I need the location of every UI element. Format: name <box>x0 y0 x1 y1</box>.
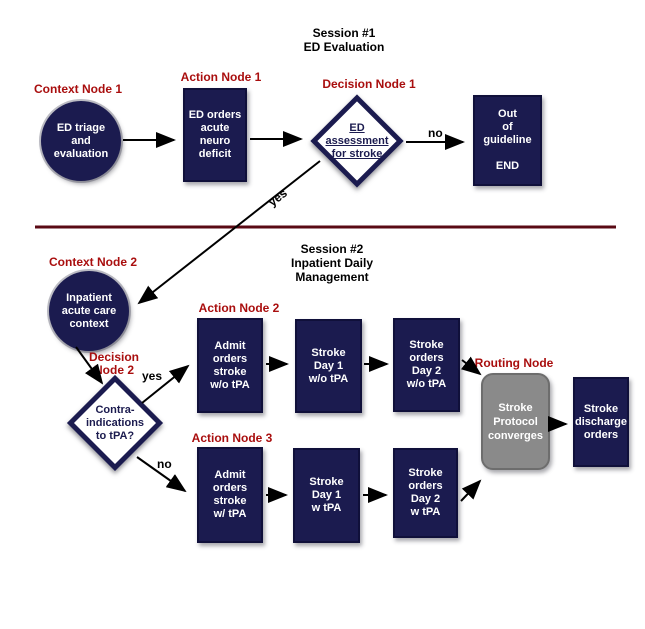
decision-node-contraindications: Contra- indications to tPA? <box>66 374 164 472</box>
edge-label-no-2: no <box>157 457 172 471</box>
action-node-2-label: Action Node 2 <box>198 301 280 315</box>
action-node-ed-orders: ED orders acute neuro deficit <box>183 88 247 182</box>
protocol-converges-text: Stroke Protocol converges <box>487 401 544 442</box>
ed-assessment-link[interactable]: ED assessment for stroke <box>325 121 389 160</box>
day2-wo-tpa-text: Stroke orders Day 2 w/o tPA <box>406 339 447 390</box>
session1-title: Session #1 ED Evaluation <box>303 26 385 54</box>
inpatient-context-text: Inpatient acute care context <box>61 291 117 330</box>
context-node-ed-triage: ED triage and evaluation <box>41 101 121 181</box>
routing-node-protocol-converges: Stroke Protocol converges <box>481 373 550 470</box>
day1-wo-tpa-text: Stroke Day 1 w/o tPA <box>308 346 349 385</box>
session2-title: Session #2 Inpatient Daily Management <box>290 242 374 284</box>
context-node-1-label: Context Node 1 <box>33 82 123 96</box>
decision-node-2-label: Decision Node 2 <box>88 350 140 377</box>
end-node-out-of-guideline: Out of guideline END <box>473 95 542 186</box>
action-node-admit-w-tpa: Admit orders stroke w/ tPA <box>197 447 263 543</box>
action-node-day1-w-tpa: Stroke Day 1 w tPA <box>293 448 360 543</box>
context-node-2-label: Context Node 2 <box>48 255 138 269</box>
admit-w-tpa-text: Admit orders stroke w/ tPA <box>212 469 248 520</box>
contraindications-text: Contra- indications to tPA? <box>85 403 145 442</box>
ed-triage-text: ED triage and evaluation <box>53 121 109 160</box>
action-node-day1-wo-tpa: Stroke Day 1 w/o tPA <box>295 319 362 413</box>
action-node-discharge: Stroke discharge orders <box>573 377 629 467</box>
context-node-inpatient: Inpatient acute care context <box>49 271 129 351</box>
ed-orders-text: ED orders acute neuro deficit <box>188 109 242 160</box>
action-node-1-label: Action Node 1 <box>180 70 262 84</box>
discharge-text: Stroke discharge orders <box>575 402 627 441</box>
admit-wo-tpa-text: Admit orders stroke w/o tPA <box>210 339 250 391</box>
decision-node-ed-assessment: ED assessment for stroke <box>310 94 404 188</box>
routing-node-label: Routing Node <box>474 356 554 370</box>
arrow-day2-w-to-routing <box>460 479 482 502</box>
decision-node-1-label: Decision Node 1 <box>322 77 416 91</box>
edge-label-yes-1: yes <box>265 185 290 210</box>
edge-label-yes-2: yes <box>142 369 163 383</box>
action-node-3-label: Action Node 3 <box>191 431 273 445</box>
day2-w-tpa-text: Stroke orders Day 2 w tPA <box>408 467 443 518</box>
edge-label-no-1: no <box>428 126 443 140</box>
out-of-guideline-text: Out of guideline END <box>483 108 532 172</box>
action-node-day2-wo-tpa: Stroke orders Day 2 w/o tPA <box>393 318 460 412</box>
action-node-admit-wo-tpa: Admit orders stroke w/o tPA <box>197 318 263 413</box>
action-node-day2-w-tpa: Stroke orders Day 2 w tPA <box>393 448 458 538</box>
day1-w-tpa-text: Stroke Day 1 w tPA <box>309 476 344 514</box>
